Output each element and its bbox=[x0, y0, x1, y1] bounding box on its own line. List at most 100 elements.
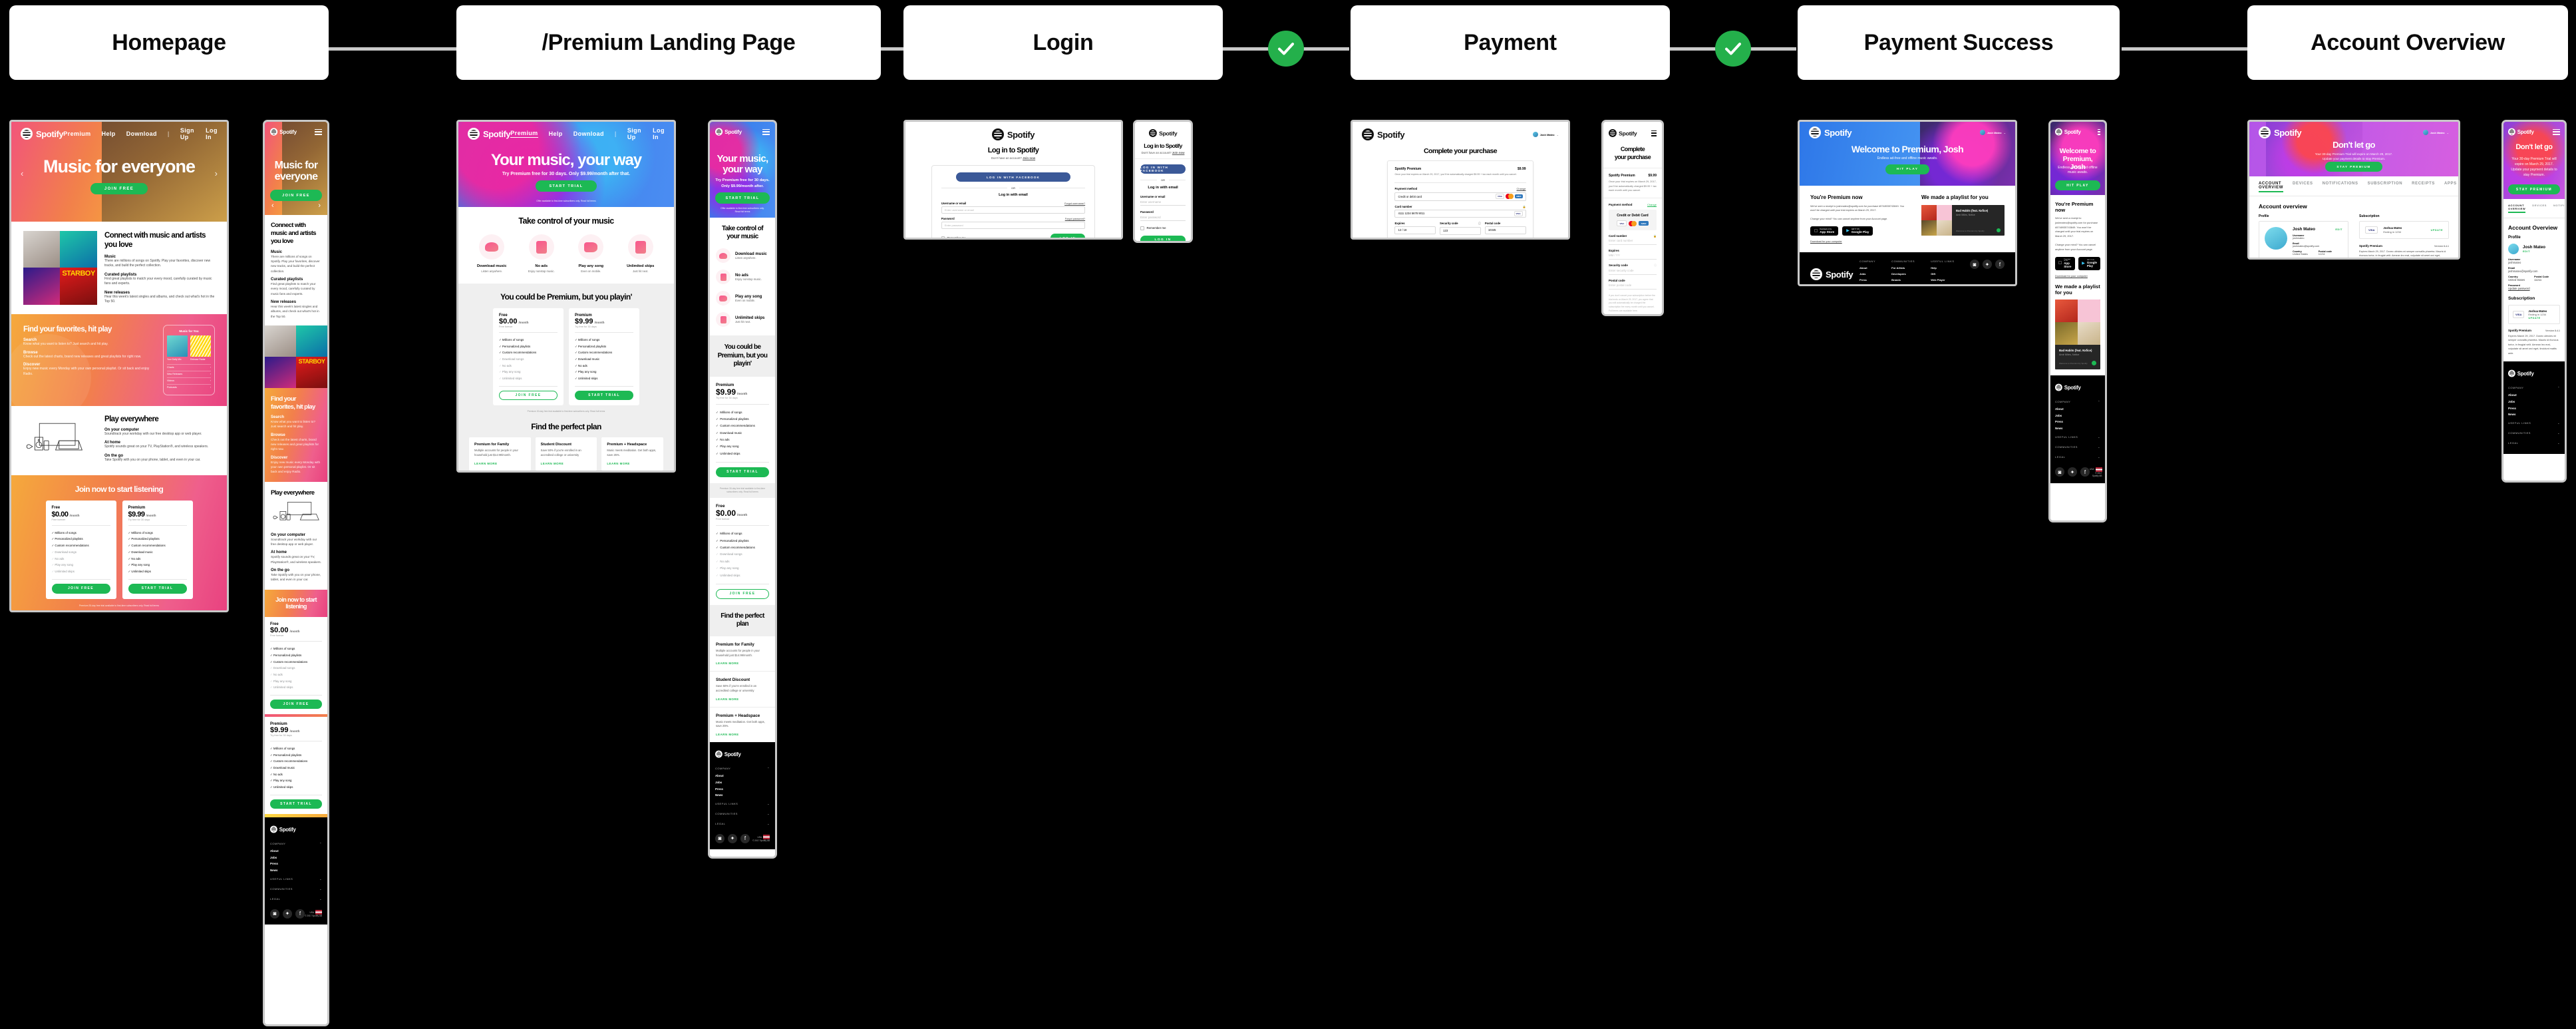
footer-region[interactable]: USA bbox=[309, 911, 314, 914]
nav-signup[interactable]: Sign Up bbox=[627, 127, 641, 140]
widget-row-label[interactable]: Podcasts bbox=[167, 386, 177, 389]
mockup-account-overview-desktop[interactable]: Spotify Josh Mateo ⌄ Don't let go Your 3… bbox=[2247, 120, 2460, 260]
hero-join-free-button[interactable]: JOIN FREE bbox=[90, 183, 148, 194]
perfect-plan-card[interactable]: Premium for Family Multiple accounts for… bbox=[710, 636, 775, 672]
tab-notifications[interactable]: NOTIFICATIONS bbox=[2553, 204, 2565, 207]
footer-accordion-company[interactable]: COMPANY⌃ bbox=[270, 841, 322, 845]
card-number-input[interactable]: 4111 1234 5678 9011 VISA bbox=[1394, 209, 1526, 218]
footer-accordion-useful-links[interactable]: USEFUL LINKS⌄ bbox=[2055, 433, 2100, 439]
footer-accordion-communities[interactable]: COMMUNITIES⌄ bbox=[2055, 443, 2100, 449]
footer-link[interactable]: About bbox=[715, 774, 724, 778]
footer-link[interactable]: News bbox=[715, 793, 723, 797]
spotify-logo[interactable]: Spotify bbox=[991, 128, 1035, 140]
footer-link[interactable]: About bbox=[270, 849, 279, 853]
tab-notifications[interactable]: NOTIFICATIONS bbox=[2322, 182, 2358, 186]
footer-logo[interactable]: Spotify bbox=[270, 825, 301, 833]
footer-link[interactable]: Jobs bbox=[270, 855, 277, 859]
menu-icon[interactable] bbox=[2098, 128, 2100, 135]
footer-link[interactable]: Press bbox=[2055, 419, 2063, 423]
tab-apps[interactable]: APPS bbox=[2444, 182, 2457, 186]
perfect-plan-card[interactable]: Premium + Headspace Music meets meditati… bbox=[601, 437, 664, 471]
nav-login[interactable]: Log In bbox=[653, 127, 665, 140]
footer-link[interactable]: Press bbox=[715, 787, 723, 791]
footer-accordion-communities[interactable]: COMMUNITIES⌄ bbox=[2508, 431, 2560, 435]
login-button[interactable]: LOG IN bbox=[1050, 234, 1086, 238]
footer-link[interactable]: Press bbox=[270, 862, 278, 866]
user-menu[interactable]: Josh Mateo ⌄ bbox=[1532, 132, 1559, 137]
plan-card-premium[interactable]: Premium $9.99 /month Try free for 30 day… bbox=[122, 500, 193, 599]
perfect-plan-card[interactable]: Premium + Headspace Music meets meditati… bbox=[710, 708, 775, 742]
hero-start-trial-button[interactable]: START TRIAL bbox=[715, 192, 770, 204]
menu-icon[interactable] bbox=[315, 128, 322, 135]
learn-more-link[interactable]: LEARN MORE bbox=[607, 461, 630, 465]
plan-cta-start-trial[interactable]: START TRIAL bbox=[716, 467, 769, 477]
footer-accordion-useful-links[interactable]: USEFUL LINKS⌄ bbox=[2508, 421, 2560, 425]
password-input[interactable]: Enter password bbox=[1140, 214, 1186, 221]
widget-row-label[interactable]: Charts bbox=[167, 366, 174, 369]
footer-link[interactable]: News bbox=[2055, 425, 2063, 430]
mockup-login-desktop[interactable]: Spotify Log in to Spotify Don't have an … bbox=[903, 120, 1123, 240]
footer-accordion-legal[interactable]: LEGAL⌄ bbox=[270, 897, 322, 901]
footer-link[interactable]: News bbox=[270, 868, 278, 872]
facebook-icon[interactable]: f bbox=[1995, 260, 2005, 270]
plan-cta-join-free[interactable]: JOIN FREE bbox=[716, 588, 769, 599]
spotify-logo[interactable]: Spotify bbox=[21, 128, 64, 140]
forgot-password-link[interactable]: Forgot password? bbox=[1064, 218, 1086, 220]
learn-more-link[interactable]: LEARN MORE bbox=[716, 697, 739, 701]
expires-input[interactable]: MM / YY bbox=[1609, 252, 1657, 260]
mockup-homepage-mobile[interactable]: Spotify Music for everyone JOIN FREE ‹ ›… bbox=[263, 120, 329, 1026]
user-menu[interactable]: Josh Mateo ⌄ bbox=[1979, 130, 2006, 135]
stay-premium-button[interactable]: STAY PREMIUM bbox=[2325, 162, 2382, 172]
footer-link[interactable]: About bbox=[1859, 266, 1867, 270]
tab-subscription[interactable]: SUBSCRIPTION bbox=[2367, 182, 2403, 186]
mockup-login-mobile[interactable]: Spotify Log in to Spotify Don't have an … bbox=[1133, 120, 1193, 243]
twitter-icon[interactable]: ✦ bbox=[728, 833, 737, 843]
mockup-payment-success-mobile[interactable]: Spotify Welcome to Premium, Josh Endless… bbox=[2048, 120, 2107, 522]
footer-link[interactable]: Jobs bbox=[1859, 272, 1866, 276]
hit-play-button[interactable]: HIT PLAY bbox=[2055, 180, 2100, 190]
footer-link[interactable]: Jobs bbox=[2508, 399, 2515, 403]
remember-me-checkbox[interactable] bbox=[941, 236, 945, 238]
footer-link[interactable]: Help bbox=[1931, 266, 1937, 270]
update-card-link[interactable]: UPDATE bbox=[2430, 228, 2443, 232]
facebook-icon[interactable]: f bbox=[295, 909, 305, 919]
instagram-icon[interactable]: ◙ bbox=[2055, 467, 2064, 477]
hero-join-free-button[interactable]: JOIN FREE bbox=[270, 190, 322, 201]
hero-start-trial-button[interactable]: START TRIAL bbox=[536, 180, 597, 192]
spotify-logo[interactable]: Spotify bbox=[1809, 126, 1852, 138]
login-button[interactable]: LOG IN bbox=[1140, 235, 1186, 241]
learn-more-link[interactable]: LEARN MORE bbox=[540, 461, 564, 465]
security-code-input[interactable]: 123 bbox=[1440, 226, 1481, 235]
mockup-payment-desktop[interactable]: Spotify Josh Mateo ⌄ Complete your purch… bbox=[1351, 120, 1570, 240]
nav-login[interactable]: Log In bbox=[206, 127, 218, 140]
change-payment-link[interactable]: Change bbox=[1516, 186, 1526, 190]
learn-more-link[interactable]: LEARN MORE bbox=[716, 662, 739, 666]
user-menu[interactable]: Josh Mateo ⌄ bbox=[2422, 130, 2449, 135]
perfect-plan-card[interactable]: Student Discount Save 50% if you're enro… bbox=[710, 672, 775, 708]
spotify-logo[interactable]: Spotify bbox=[2259, 126, 2302, 138]
tab-devices[interactable]: DEVICES bbox=[2532, 204, 2547, 207]
join-now-link[interactable]: Join now bbox=[1172, 151, 1185, 154]
stage-card-payment-success[interactable]: Payment Success bbox=[1798, 5, 2120, 80]
username-input[interactable]: Enter username bbox=[1140, 198, 1186, 206]
plan-card-free[interactable]: Free $0.00 /month Free forever ✓ Million… bbox=[45, 500, 116, 599]
tab-account-overview[interactable]: ACCOUNT OVERVIEW bbox=[2508, 204, 2526, 213]
playlist-card[interactable]: Bad Habits (feat. Nxfice) Amir Miles, Nx… bbox=[2055, 300, 2100, 370]
footer-logo[interactable]: Spotify bbox=[715, 750, 748, 758]
plan-cta-start-trial[interactable]: START TRIAL bbox=[270, 799, 322, 809]
carousel-next-icon[interactable]: › bbox=[318, 202, 321, 210]
spotify-logo[interactable]: Spotify bbox=[1609, 129, 1637, 137]
facebook-icon[interactable]: f bbox=[2080, 467, 2090, 477]
spotify-logo[interactable]: Spotify bbox=[1362, 128, 1405, 140]
instagram-icon[interactable]: ◙ bbox=[1970, 260, 1979, 270]
plan-cta-start-trial[interactable]: START TRIAL bbox=[128, 583, 187, 594]
password-input[interactable]: Enter password bbox=[941, 222, 1086, 229]
help-icon[interactable]: ⓘ bbox=[1478, 221, 1481, 225]
spotify-logo[interactable]: Spotify bbox=[1148, 129, 1177, 137]
update-card-link[interactable]: UPDATE bbox=[2528, 317, 2541, 319]
footer-region[interactable]: USA bbox=[757, 835, 762, 839]
footer-link[interactable]: Gift bbox=[1931, 272, 1936, 276]
plan-cta-join-free[interactable]: JOIN FREE bbox=[51, 583, 110, 594]
footer-link[interactable]: Press bbox=[1859, 278, 1867, 282]
